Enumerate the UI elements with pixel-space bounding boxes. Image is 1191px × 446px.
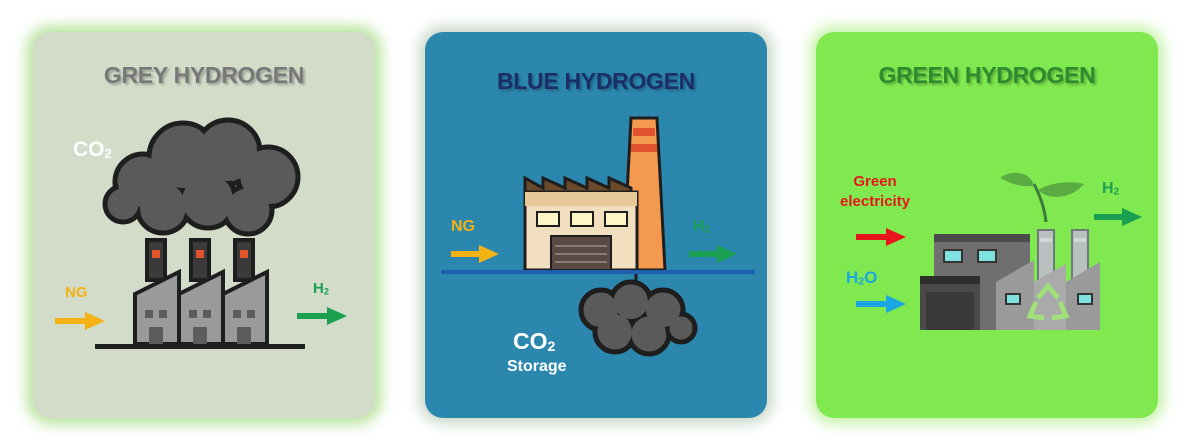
green-hydrogen-title: GREEN HYDROGEN: [878, 62, 1096, 88]
factory-icon: [523, 116, 667, 272]
green-h2-label: H2: [1102, 180, 1120, 198]
green-h2o-label: H2O: [846, 268, 878, 288]
blue-hydrogen-panel: BLUE HYDROGEN: [425, 32, 767, 418]
electricity-arrow-icon: [856, 228, 906, 246]
green-hydrogen-panel: GREEN HYDROGEN: [816, 32, 1158, 418]
blue-co2-label: CO2: [513, 328, 556, 356]
blue-storage-label: Storage: [507, 358, 567, 375]
grey-h2-label: H2: [313, 280, 330, 297]
blue-h2-label: H2: [693, 218, 711, 236]
grey-ng-label: NG: [65, 284, 88, 301]
ng-arrow-icon: [451, 245, 499, 263]
grey-hydrogen-panel: GREY HYDROGEN: [33, 32, 375, 418]
factory-icon: [133, 268, 269, 346]
recycle-icon: [1026, 282, 1070, 321]
green-electricity-label: Green electricity: [840, 173, 911, 210]
h2-arrow-icon: [297, 307, 347, 325]
factory-icon: [920, 234, 1100, 330]
blue-ng-label: NG: [451, 218, 475, 235]
h2-arrow-icon: [689, 245, 737, 263]
grey-factory-illustration: [55, 117, 347, 349]
blue-hydrogen-title: BLUE HYDROGEN: [496, 68, 695, 94]
leaf-sprout-icon: [1000, 172, 1084, 223]
grey-co2-label: CO2: [73, 138, 112, 161]
blue-factory-illustration: [441, 116, 755, 357]
grey-hydrogen-title: GREY HYDROGEN: [103, 62, 305, 88]
ng-arrow-icon: [55, 312, 105, 330]
h2-arrow-icon: [1094, 208, 1142, 226]
water-arrow-icon: [856, 295, 906, 313]
green-factory-illustration: [856, 172, 1142, 330]
